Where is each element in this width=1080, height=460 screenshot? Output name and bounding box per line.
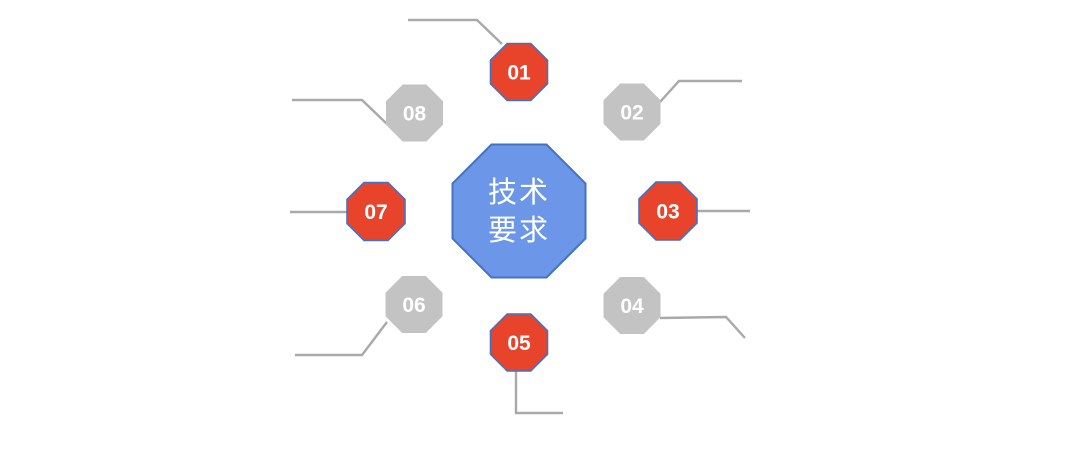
connector-line-08 [292, 98, 388, 125]
connector-line-01 [408, 18, 503, 45]
node-01-label: 01 [507, 62, 531, 85]
node-04-octagon-shape [603, 277, 661, 334]
node-04-label: 04 [620, 295, 644, 318]
connector-line-05 [514, 370, 563, 415]
node-05: 05 [489, 313, 549, 372]
node-06: 06 [385, 276, 443, 333]
connector-line-04 [659, 315, 746, 339]
node-07-label: 07 [364, 201, 387, 224]
node-02: 02 [603, 83, 661, 141]
node-06-label: 06 [402, 294, 425, 317]
center-octagon-shape [451, 143, 587, 279]
node-08-label: 08 [403, 103, 427, 126]
center-node: 技术要求 [451, 143, 587, 279]
node-08-octagon-shape [386, 84, 443, 142]
node-03-octagon-shape [638, 181, 698, 241]
connector-line-02 [659, 79, 742, 103]
node-02-label: 02 [620, 102, 643, 125]
node-05-label: 05 [507, 332, 531, 355]
node-03-label: 03 [656, 201, 679, 224]
node-07-octagon-shape [346, 181, 406, 242]
node-05-octagon-shape [489, 313, 549, 372]
node-02-octagon-shape [603, 83, 661, 141]
node-01: 01 [489, 42, 549, 102]
center-node-label: 技术要求 [488, 176, 550, 247]
node-06-octagon-shape [385, 276, 443, 333]
node-03: 03 [638, 181, 698, 241]
node-07: 07 [346, 181, 406, 242]
connector-line-06 [295, 321, 388, 357]
node-04: 04 [603, 277, 661, 334]
node-08: 08 [386, 84, 443, 142]
node-01-octagon-shape [489, 42, 549, 102]
